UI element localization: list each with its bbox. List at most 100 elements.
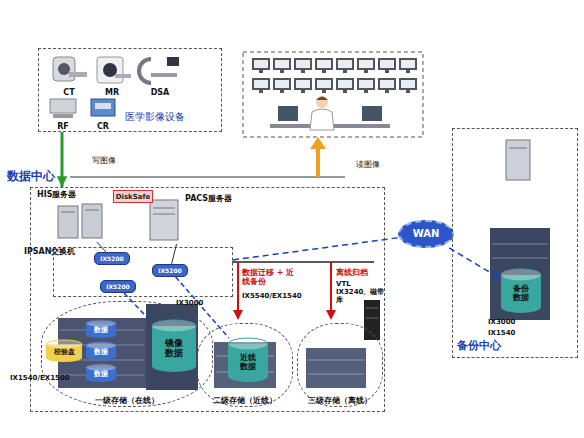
annotation: 数据迁移 + 近线备份 <box>242 268 300 286</box>
node-label: IX5200 <box>95 255 129 262</box>
software-tag: DiskSafe <box>113 190 153 203</box>
device-icon <box>87 97 119 121</box>
cylinder-top <box>501 269 541 281</box>
monitor-wall <box>357 58 375 73</box>
backup-array <box>490 228 550 320</box>
edge-label: 写图像 <box>92 156 116 165</box>
offline-array <box>308 360 364 361</box>
his-server-icon <box>61 212 75 213</box>
connector-line <box>233 238 398 260</box>
node-label: RF <box>47 122 79 131</box>
monitor-wall <box>252 58 270 73</box>
monitor-wall <box>336 78 354 93</box>
annotation: 离线归档 <box>336 268 368 277</box>
data-cylinder: 备份 数据 <box>501 269 541 313</box>
offline-array <box>364 300 380 340</box>
monitor-wall <box>273 78 291 93</box>
annotation: VTL IX3240、磁带库 <box>336 280 386 304</box>
monitor-wall <box>399 78 417 93</box>
doctor-workstation <box>310 109 334 130</box>
backup-array <box>492 258 548 259</box>
device: CR <box>87 97 119 131</box>
node-label: MR <box>91 88 133 97</box>
annotation: 读图像 <box>356 160 380 169</box>
wan-cloud: WAN <box>398 220 454 248</box>
network-line <box>70 177 345 178</box>
migration-arrow <box>237 262 239 312</box>
pacs-server-icon <box>150 200 178 240</box>
monitor-wall <box>336 58 354 73</box>
backup-server-icon <box>506 140 530 180</box>
archive-arrow <box>326 262 336 320</box>
node-label: HIS服务器 <box>37 190 76 199</box>
storage-bus <box>232 261 374 263</box>
cylinder-top <box>46 340 82 349</box>
his-server-icon <box>82 204 102 238</box>
device-icon <box>91 55 133 87</box>
node-label: DiskSafe <box>114 192 152 200</box>
storage-tier: 三级存储（离线） <box>297 323 383 407</box>
server: PACS服务器 <box>143 192 223 244</box>
disk-cylinder: 数据 <box>86 342 116 360</box>
monitor-wall <box>378 58 396 73</box>
offline-array <box>308 374 364 375</box>
connector <box>172 244 177 264</box>
his-server-icon <box>58 206 78 238</box>
cylinder-top <box>228 338 268 350</box>
his-server-icon <box>58 204 102 238</box>
fluoro-unit <box>50 99 76 113</box>
device-group: 医学影像设备CTMRDSARFCR <box>38 48 222 132</box>
pacs-server-icon <box>153 208 175 209</box>
monitor-wall <box>378 78 396 93</box>
device: CT <box>49 55 89 97</box>
monitor-wall <box>315 58 333 73</box>
migration-arrow <box>233 262 243 320</box>
node-label: CR <box>87 122 119 131</box>
monitor-wall <box>315 78 333 93</box>
monitor-wall <box>294 58 312 73</box>
node-label: 三级存储（离线） <box>298 396 382 405</box>
node-label: CT <box>49 88 89 97</box>
cr-slot <box>95 103 111 109</box>
cylinder-base <box>152 360 196 372</box>
node-label: 备份中心 <box>457 340 501 353</box>
read-arrow <box>310 137 326 149</box>
gantry <box>53 57 75 81</box>
magnet <box>97 57 123 83</box>
device: DSA <box>137 55 183 97</box>
doctor-workstation <box>270 96 390 130</box>
backup-server-icon <box>509 148 527 149</box>
table <box>53 114 73 118</box>
backup-array <box>490 228 550 320</box>
monitor-wall <box>252 78 270 93</box>
connector <box>57 132 67 187</box>
node-label: 近线 数据 <box>237 353 259 371</box>
disk-cylinder: 数据 <box>86 320 116 338</box>
table <box>69 72 87 77</box>
switch: IX5200 <box>152 264 188 277</box>
storage-tier: 二级存储（近线）近线 数据 <box>197 323 293 407</box>
node-label: PACS服务器 <box>185 194 232 203</box>
node-label: 一级存储（在线） <box>42 396 212 405</box>
data-cylinder: 近线 数据 <box>228 338 268 382</box>
cylinder-top <box>152 320 196 332</box>
switch: IX5200 <box>100 280 136 293</box>
doctor-workstation <box>316 96 328 108</box>
doctor-workstation <box>278 106 298 121</box>
disk-cylinder: 数据 <box>86 364 116 382</box>
read-arrow <box>316 147 320 177</box>
arrow-head <box>57 176 67 187</box>
connector <box>124 293 152 323</box>
node-label: 数据 <box>90 326 112 334</box>
archive-arrow <box>330 262 332 312</box>
annotation: IX3000 <box>176 299 203 307</box>
migration-arrow <box>233 310 243 320</box>
connector-line <box>61 132 64 187</box>
node-label: WAN <box>400 228 452 240</box>
table <box>151 73 177 77</box>
switch: IX5200 <box>94 252 130 265</box>
node-label: 校验盘 <box>51 348 77 356</box>
device: RF <box>47 97 79 131</box>
